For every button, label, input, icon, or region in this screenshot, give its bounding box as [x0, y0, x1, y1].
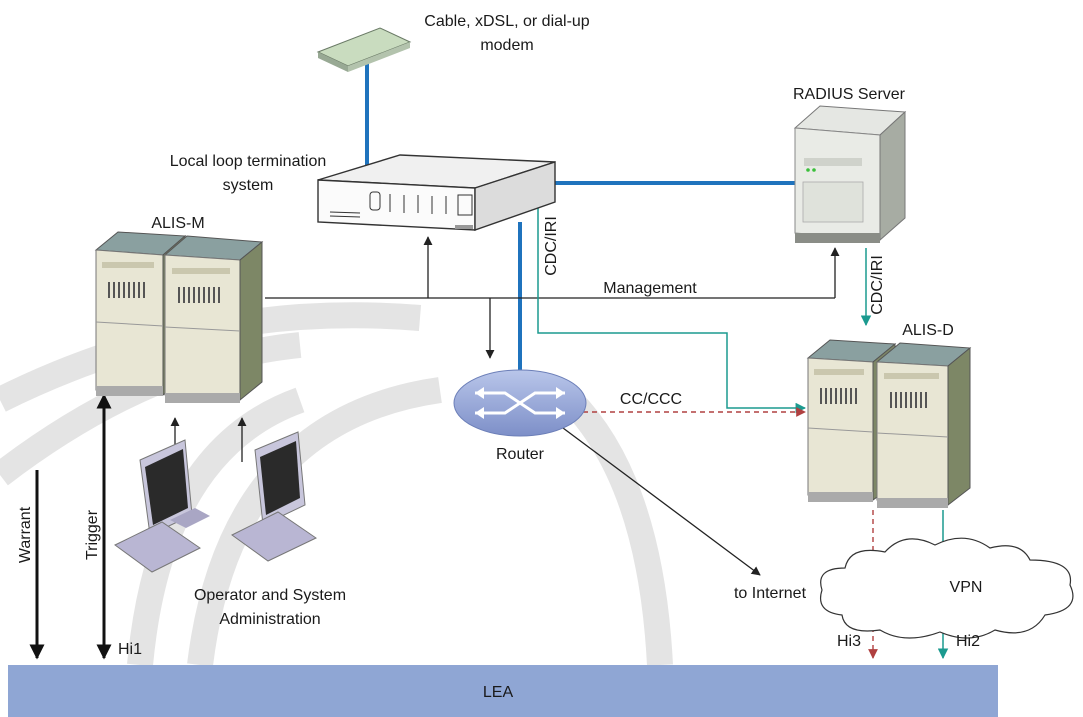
workstation-icon [114, 431, 317, 573]
alis-m-server-icon [94, 231, 264, 403]
warrant-label: Warrant [17, 506, 34, 563]
alis-d-server-icon [806, 339, 972, 508]
local-loop-label-line1: Local loop termination [170, 153, 327, 170]
modem-label-line2: modem [480, 37, 533, 54]
radius-server-icon [793, 105, 907, 243]
blue-links [365, 62, 795, 370]
cdc-iri-right-label: CDC/IRI [869, 255, 886, 315]
router-icon [453, 369, 587, 437]
local-loop-chassis-icon [317, 154, 556, 231]
lea-label: LEA [483, 684, 514, 701]
cc-ccc-label: CC/CCC [620, 391, 682, 408]
warrant-trigger-arrows [29, 393, 112, 660]
operator-label-line1: Operator and System [194, 587, 346, 604]
modem-label-line1: Cable, xDSL, or dial-up [424, 13, 590, 30]
alis-m-label: ALIS-M [151, 215, 204, 232]
trigger-label: Trigger [84, 509, 101, 560]
cloud-icon [820, 537, 1074, 639]
cdc-iri-left-label: CDC/IRI [543, 216, 560, 276]
hi1-label: Hi1 [118, 641, 142, 658]
management-lines [170, 236, 840, 576]
modem-icon [316, 27, 412, 72]
hi2-label: Hi2 [956, 633, 980, 650]
alis-d-label: ALIS-D [902, 322, 954, 339]
to-internet-label: to Internet [734, 585, 807, 602]
operator-label-line2: Administration [219, 611, 320, 628]
management-label: Management [603, 280, 697, 297]
hi3-label: Hi3 [837, 633, 861, 650]
router-label: Router [496, 446, 545, 463]
local-loop-label-line2: system [223, 177, 274, 194]
vpn-label: VPN [950, 579, 983, 596]
lea-bar [8, 665, 998, 717]
radius-label: RADIUS Server [793, 86, 906, 103]
